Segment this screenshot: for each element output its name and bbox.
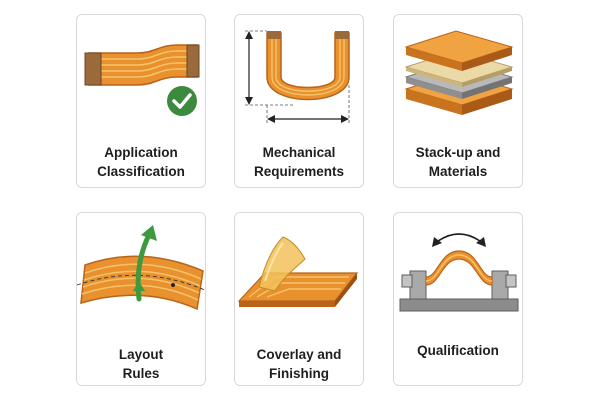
card-label-line2: Finishing bbox=[269, 366, 329, 381]
coverlay-peel-icon bbox=[237, 236, 359, 307]
card-label: Application Classification bbox=[77, 143, 205, 181]
card-application-classification[interactable]: Application Classification bbox=[76, 14, 206, 188]
card-layout-rules[interactable]: Layout Rules bbox=[76, 212, 207, 386]
card-coverlay-finishing[interactable]: Coverlay and Finishing bbox=[234, 212, 364, 386]
card-label-line2: Classification bbox=[97, 164, 185, 179]
flex-bend-test-icon bbox=[399, 233, 519, 312]
card-label-line2: Materials bbox=[428, 164, 488, 179]
card-label-line2: Requirements bbox=[253, 164, 345, 179]
card-label-line1: Stack-up and bbox=[415, 145, 501, 160]
card-label: Qualification bbox=[394, 341, 522, 360]
card-label: Coverlay and Finishing bbox=[235, 345, 363, 383]
card-label-line2: Rules bbox=[122, 366, 160, 381]
card-label-line1: Qualification bbox=[417, 343, 499, 358]
card-label: Stack-up and Materials bbox=[394, 143, 522, 181]
flex-cable-check-icon bbox=[84, 44, 200, 116]
card-stack-up-materials[interactable]: Stack-up and Materials bbox=[393, 14, 523, 188]
card-label: Layout Rules bbox=[77, 345, 205, 383]
card-mechanical-requirements[interactable]: Mechanical Requirements bbox=[234, 14, 364, 188]
card-label-line1: Layout bbox=[118, 347, 164, 362]
card-label: Mechanical Requirements bbox=[235, 143, 363, 181]
card-label-line1: Mechanical bbox=[262, 145, 336, 160]
curved-trace-arrow-icon bbox=[77, 225, 207, 311]
layer-stack-icon bbox=[404, 30, 514, 115]
card-qualification[interactable]: Qualification bbox=[393, 212, 523, 386]
u-bend-dimension-icon bbox=[245, 30, 350, 123]
card-label-line1: Application bbox=[104, 145, 178, 160]
card-label-line1: Coverlay and bbox=[256, 347, 342, 362]
